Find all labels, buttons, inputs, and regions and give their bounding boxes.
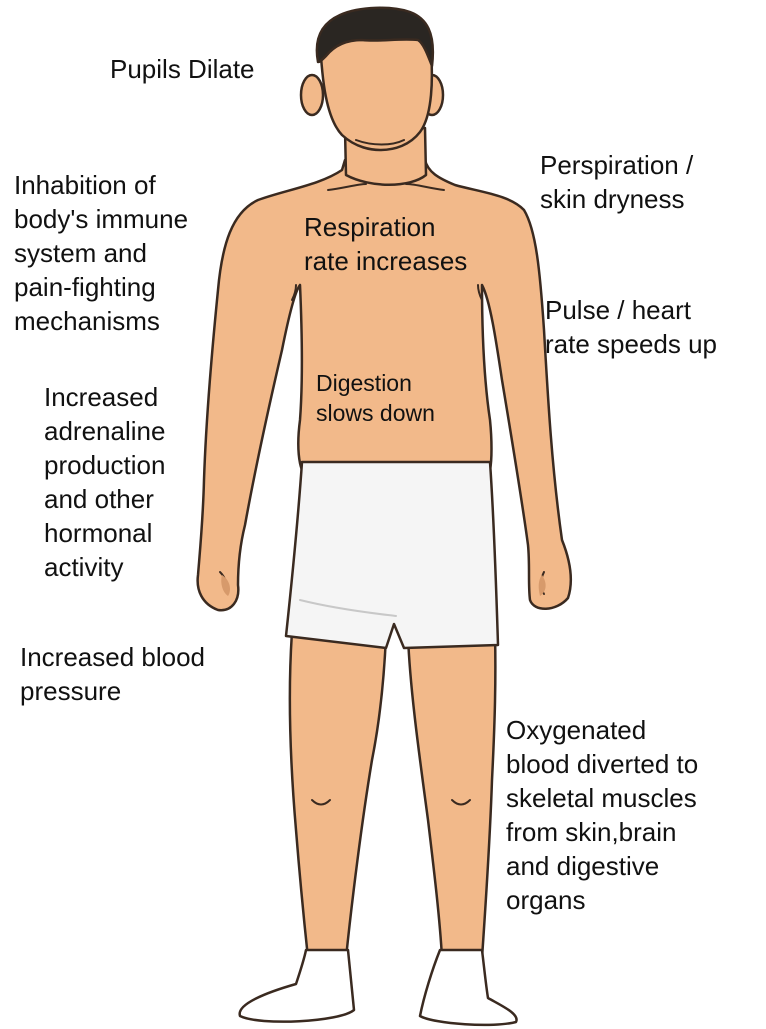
label-immune-inhibition: Inhabition of body's immune system and p…	[14, 168, 188, 338]
left-leg	[290, 632, 386, 958]
left-sock	[240, 950, 354, 1022]
right-leg	[408, 632, 495, 958]
shorts	[286, 462, 498, 648]
label-perspiration: Perspiration / skin dryness	[540, 148, 693, 216]
label-pulse: Pulse / heart rate speeds up	[545, 293, 717, 361]
left-ear	[301, 75, 323, 115]
label-respiration: Respiration rate increases	[304, 210, 467, 278]
label-pupils-dilate: Pupils Dilate	[110, 52, 255, 86]
label-digestion: Digestion slows down	[316, 368, 435, 428]
label-adrenaline: Increased adrenaline production and othe…	[44, 380, 165, 584]
label-oxygenated-blood: Oxygenated blood diverted to skeletal mu…	[506, 713, 698, 917]
label-blood-pressure: Increased blood pressure	[20, 640, 205, 708]
right-sock	[420, 950, 517, 1025]
